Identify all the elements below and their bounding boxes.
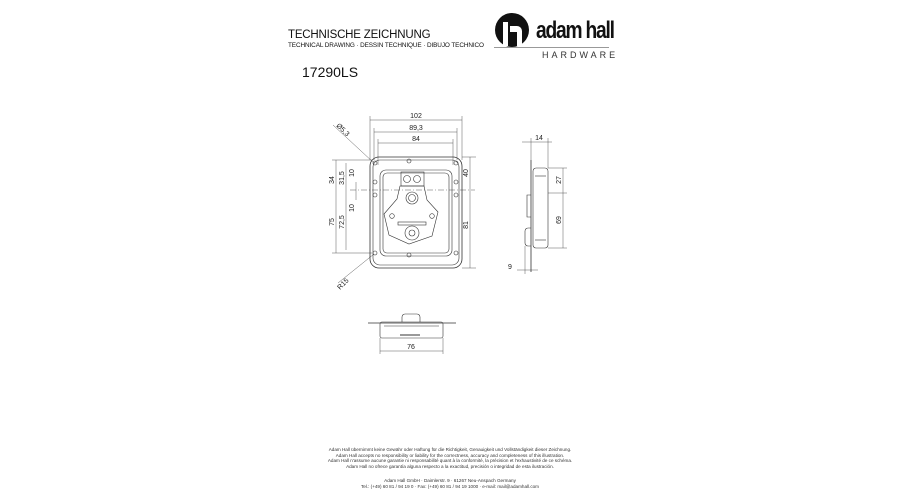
dim-hole-diameter: Ø5,3	[335, 122, 351, 138]
side-view	[524, 160, 549, 272]
front-view	[350, 156, 475, 269]
front-dimension-lines	[332, 116, 476, 284]
dim-76: 76	[407, 344, 415, 351]
bottom-dimension-lines	[379, 338, 444, 354]
drawing-title: TECHNISCHE ZEICHNUNG	[288, 29, 431, 41]
dim-69: 69	[556, 216, 563, 224]
dim-81: 81	[463, 221, 470, 229]
dim-10-top: 10	[349, 169, 356, 177]
drawing-subtitle: TECHNICAL DRAWING · DESSIN TECHNIQUE · D…	[288, 42, 484, 49]
disclaimer-de: Adam Hall übernimmt keine Gewähr oder Ha…	[328, 447, 572, 452]
dim-84: 84	[412, 136, 420, 143]
logo-division: HARDWARE	[542, 50, 619, 60]
dim-14: 14	[535, 135, 543, 142]
side-dimension-lines	[517, 138, 567, 274]
bottom-view	[368, 313, 456, 339]
dim-31-5: 31,5	[339, 171, 346, 185]
dim-r15: R15	[336, 277, 350, 291]
dim-9: 9	[508, 264, 512, 271]
dim-102: 102	[410, 113, 422, 120]
disclaimer-en: Adam Hall accepts no responsibility or l…	[335, 452, 565, 458]
dim-10-bottom: 10	[349, 204, 356, 212]
disclaimer: Adam Hall übernimmt keine Gewähr oder Ha…	[300, 447, 600, 469]
dim-72-5: 72,5	[339, 215, 346, 229]
disclaimer-es: Adam Hall no ofrece garantía alguna resp…	[346, 463, 554, 469]
logo-brand: adam hall	[536, 17, 615, 44]
company-line: Adam Hall GmbH · Daimlerstr. 9 · 61267 N…	[384, 478, 516, 483]
dim-89-3: 89,3	[409, 125, 423, 132]
dim-34: 34	[329, 176, 336, 184]
contact-line: Tel.: (+49) 60 81 / 94 19 0 · Fax: (+49)…	[360, 483, 540, 489]
disclaimer-fr: Adam Hall n'assume aucune garantie ni re…	[327, 458, 573, 464]
company-address: Adam Hall GmbH · Daimlerstr. 9 · 61267 N…	[300, 478, 600, 489]
dim-40: 40	[463, 169, 470, 177]
dim-75: 75	[329, 218, 336, 226]
mounting-holes	[372, 158, 459, 258]
dim-27: 27	[556, 176, 563, 184]
adam-hall-logo-mark	[495, 13, 529, 47]
part-number: 17290LS	[302, 64, 359, 80]
logo-divider	[494, 47, 609, 48]
